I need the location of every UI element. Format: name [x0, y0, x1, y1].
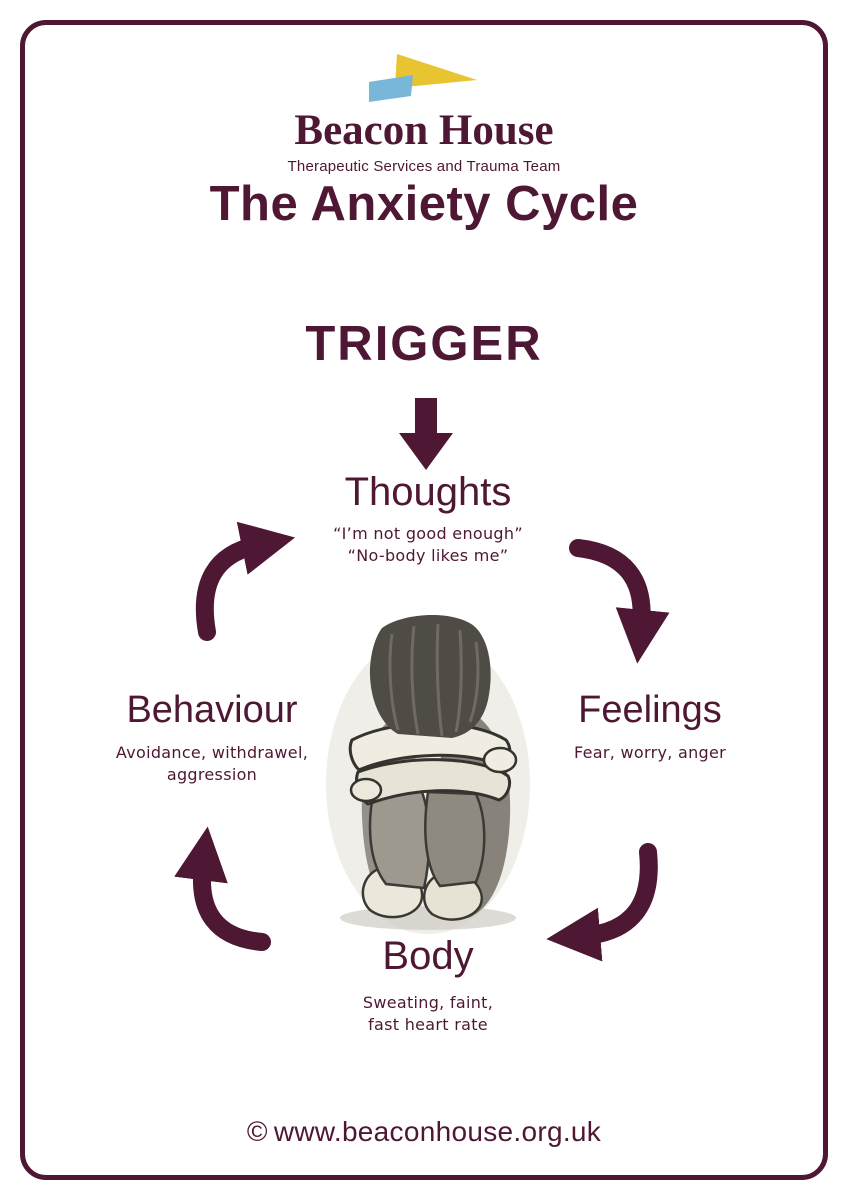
brand-tagline: Therapeutic Services and Trauma Team	[287, 158, 561, 176]
hunched-child-illustration	[322, 612, 534, 934]
copyright-icon: ©	[246, 1116, 268, 1147]
arrow-feelings-to-body	[546, 843, 658, 962]
thoughts-label: Thoughts	[344, 470, 512, 514]
logo-flag-icon	[369, 54, 477, 102]
body-label: Body	[382, 934, 474, 978]
thoughts-quote-1: “I’m not good enough”	[333, 524, 523, 543]
behaviour-sub-1: Avoidance, withdrawel,	[115, 742, 309, 762]
thoughts-quote-2: “No-body likes me”	[347, 546, 509, 566]
brand-name: Beacon House	[294, 107, 554, 154]
behaviour-label: Behaviour	[126, 689, 298, 731]
page-title: The Anxiety Cycle	[209, 177, 639, 231]
node-feelings: Feelings Fear, worry, anger	[500, 689, 800, 764]
arrow-body-to-behaviour	[174, 826, 271, 951]
feelings-label: Feelings	[578, 689, 722, 731]
feelings-sub: Fear, worry, anger	[573, 742, 727, 762]
footer: ©www.beaconhouse.org.uk	[0, 1116, 848, 1148]
node-thoughts: Thoughts “I’m not good enough” “No-body …	[208, 470, 648, 568]
behaviour-sub-2: aggression	[166, 765, 258, 785]
node-behaviour: Behaviour Avoidance, withdrawel, aggress…	[52, 689, 372, 787]
logo-block: Beacon House Therapeutic Services and Tr…	[0, 54, 848, 175]
node-body: Body Sweating, faint, fast heart rate	[268, 934, 588, 1037]
trigger-label: TRIGGER	[305, 317, 543, 371]
body-sub-2: fast heart rate	[368, 1015, 488, 1035]
website-url: www.beaconhouse.org.uk	[273, 1116, 602, 1147]
trigger-down-arrow-icon	[399, 398, 453, 470]
body-sub-1: Sweating, faint,	[362, 993, 494, 1012]
